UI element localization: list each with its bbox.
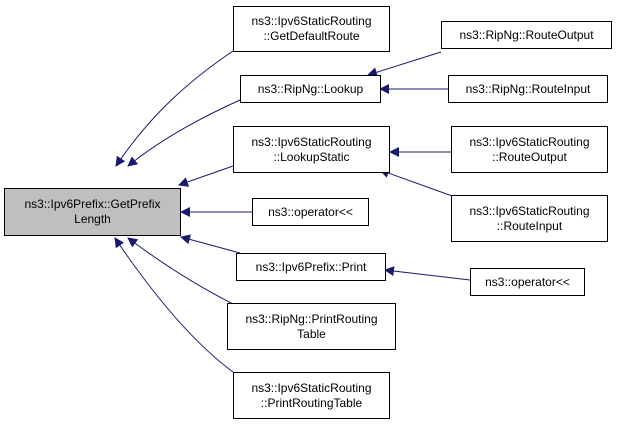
node-label-line-2: Table [297,326,326,341]
node-ripng-printroutingtable[interactable]: ns3::RipNg::PrintRouting Table [227,303,396,350]
edge-ripng-routeoutput-to-lookup [367,51,442,78]
node-ipv6staticrouting-routeinput[interactable]: ns3::Ipv6StaticRouting ::RouteInput [451,195,608,242]
node-label-line-2: ::GetDefaultRoute [263,29,360,43]
edge-static-routeinput-to-lookupstatic [379,168,456,198]
edge-ripng-lookup-to-root [127,99,241,167]
node-label-line-1: ns3::Ipv6Prefix::GetPrefix [24,197,161,211]
node-ipv6prefix-getprefixlength[interactable]: ns3::Ipv6Prefix::GetPrefix Length [4,188,181,236]
node-label-line-2: Length [74,212,111,226]
node-ipv6staticrouting-printroutingtable[interactable]: ns3::Ipv6StaticRouting ::PrintRoutingTab… [233,372,390,419]
node-label: ns3::operator<< [485,274,570,289]
node-label-line-2: ::PrintRoutingTable [260,395,363,410]
node-operator-right[interactable]: ns3::operator<< [470,268,585,296]
node-label: ns3::operator<< [268,204,353,219]
node-label-line-1: ns3::RipNg::PrintRouting [245,311,378,326]
node-label: ns3::RipNg::RouteInput [465,81,591,96]
edge-operator-right-to-print [384,266,471,281]
edge-ripng-printroutingtable-to-root [127,237,238,307]
node-ripng-routeoutput[interactable]: ns3::RipNg::RouteOutput [441,21,612,49]
node-operator-mid[interactable]: ns3::operator<< [252,198,369,226]
node-ripng-lookup[interactable]: ns3::RipNg::Lookup [240,75,381,103]
edge-static-printroutingtable-to-root [114,237,234,373]
node-ipv6staticrouting-lookupstatic[interactable]: ns3::Ipv6StaticRouting ::LookupStatic [233,126,390,173]
node-label-line-1: ns3::Ipv6StaticRouting [469,134,590,149]
node-ipv6prefix-print[interactable]: ns3::Ipv6Prefix::Print [236,253,386,281]
node-ripng-routeinput[interactable]: ns3::RipNg::RouteInput [448,75,608,103]
node-label: ns3::RipNg::RouteOutput [459,27,594,42]
node-label-line-1: ns3::Ipv6StaticRouting [251,380,372,395]
edge-ipv6prefix-print-to-root [180,234,241,254]
node-label-line-1: ns3::Ipv6StaticRouting [469,203,590,218]
node-label-line-2: ::RouteOutput [492,149,567,164]
node-label: ns3::RipNg::Lookup [257,81,364,96]
node-label-line-2: ::LookupStatic [273,149,350,164]
node-ipv6staticrouting-getdefaultroute[interactable]: ns3::Ipv6StaticRouting ::GetDefaultRoute [233,6,390,52]
edge-getdefaultroute-to-root [115,50,234,167]
node-label-line-2: ::RouteInput [496,218,563,233]
node-label: ns3::Ipv6Prefix::Print [255,259,367,274]
node-ipv6staticrouting-routeoutput[interactable]: ns3::Ipv6StaticRouting ::RouteOutput [451,126,608,173]
node-label-line-1: ns3::Ipv6StaticRouting [251,14,372,28]
node-label-line-1: ns3::Ipv6StaticRouting [251,134,372,149]
edge-lookupstatic-to-root [178,165,234,187]
